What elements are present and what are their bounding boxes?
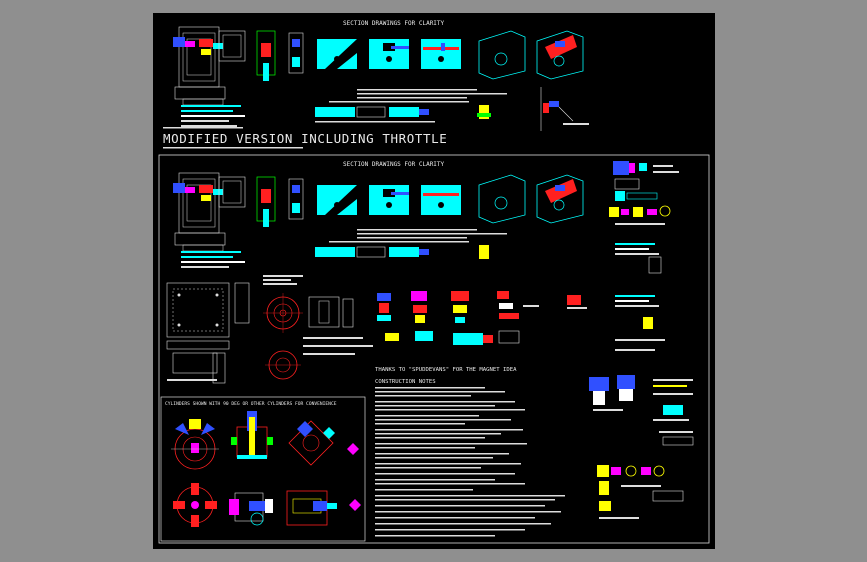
- top-section-title: SECTION DRAWINGS FOR CLARITY: [343, 20, 445, 27]
- thanks-note: THANKS TO "SPUDDEVANS" FOR THE MAGNET ID…: [375, 367, 517, 373]
- cylinder-head-views: [263, 293, 373, 380]
- top-side-view: [256, 30, 304, 81]
- plate-drawing: [166, 275, 303, 384]
- inner-notes: [181, 229, 507, 268]
- inner-section-cubes: [317, 174, 584, 224]
- main-title-underline-note: [163, 147, 303, 149]
- top-block-assembly: [173, 26, 246, 106]
- inner-section-title: SECTION DRAWINGS FOR CLARITY: [343, 161, 445, 168]
- engine-view-top-right: [288, 420, 359, 466]
- drawing-frame: [158, 154, 710, 544]
- top-notes: [163, 89, 507, 129]
- top-right-detail: [540, 87, 589, 131]
- cylinder-caption: CYLINDERS SHOWN WITH 90 DEG OR OTHER CYL…: [165, 401, 337, 407]
- middle-components: [377, 291, 587, 345]
- main-title: MODIFIED VERSION INCLUDING THROTTLE: [163, 131, 447, 146]
- drawing-sheet: SECTION DRAWINGS FOR CLARITY: [153, 13, 715, 549]
- cad-drawing: SECTION DRAWINGS FOR CLARITY: [158, 20, 710, 544]
- top-rods: [315, 105, 491, 123]
- bottom-right-parts: [597, 465, 684, 519]
- engine-view-bottom-middle: [229, 492, 273, 526]
- engine-view-bottom-left: [173, 483, 217, 527]
- engine-view-top-middle: [231, 411, 273, 459]
- right-column-parts: [609, 161, 679, 351]
- engine-view-top-left: [171, 419, 219, 470]
- right-mid-cluster: [589, 375, 694, 446]
- inner-block-assembly: [173, 172, 304, 252]
- construction-heading: CONSTRUCTION NOTES: [375, 379, 436, 385]
- cylinder-arrangement-box: [160, 396, 366, 542]
- engine-view-bottom-right: [286, 490, 361, 526]
- top-section-cubes: [317, 30, 584, 80]
- construction-notes-text: [375, 387, 565, 537]
